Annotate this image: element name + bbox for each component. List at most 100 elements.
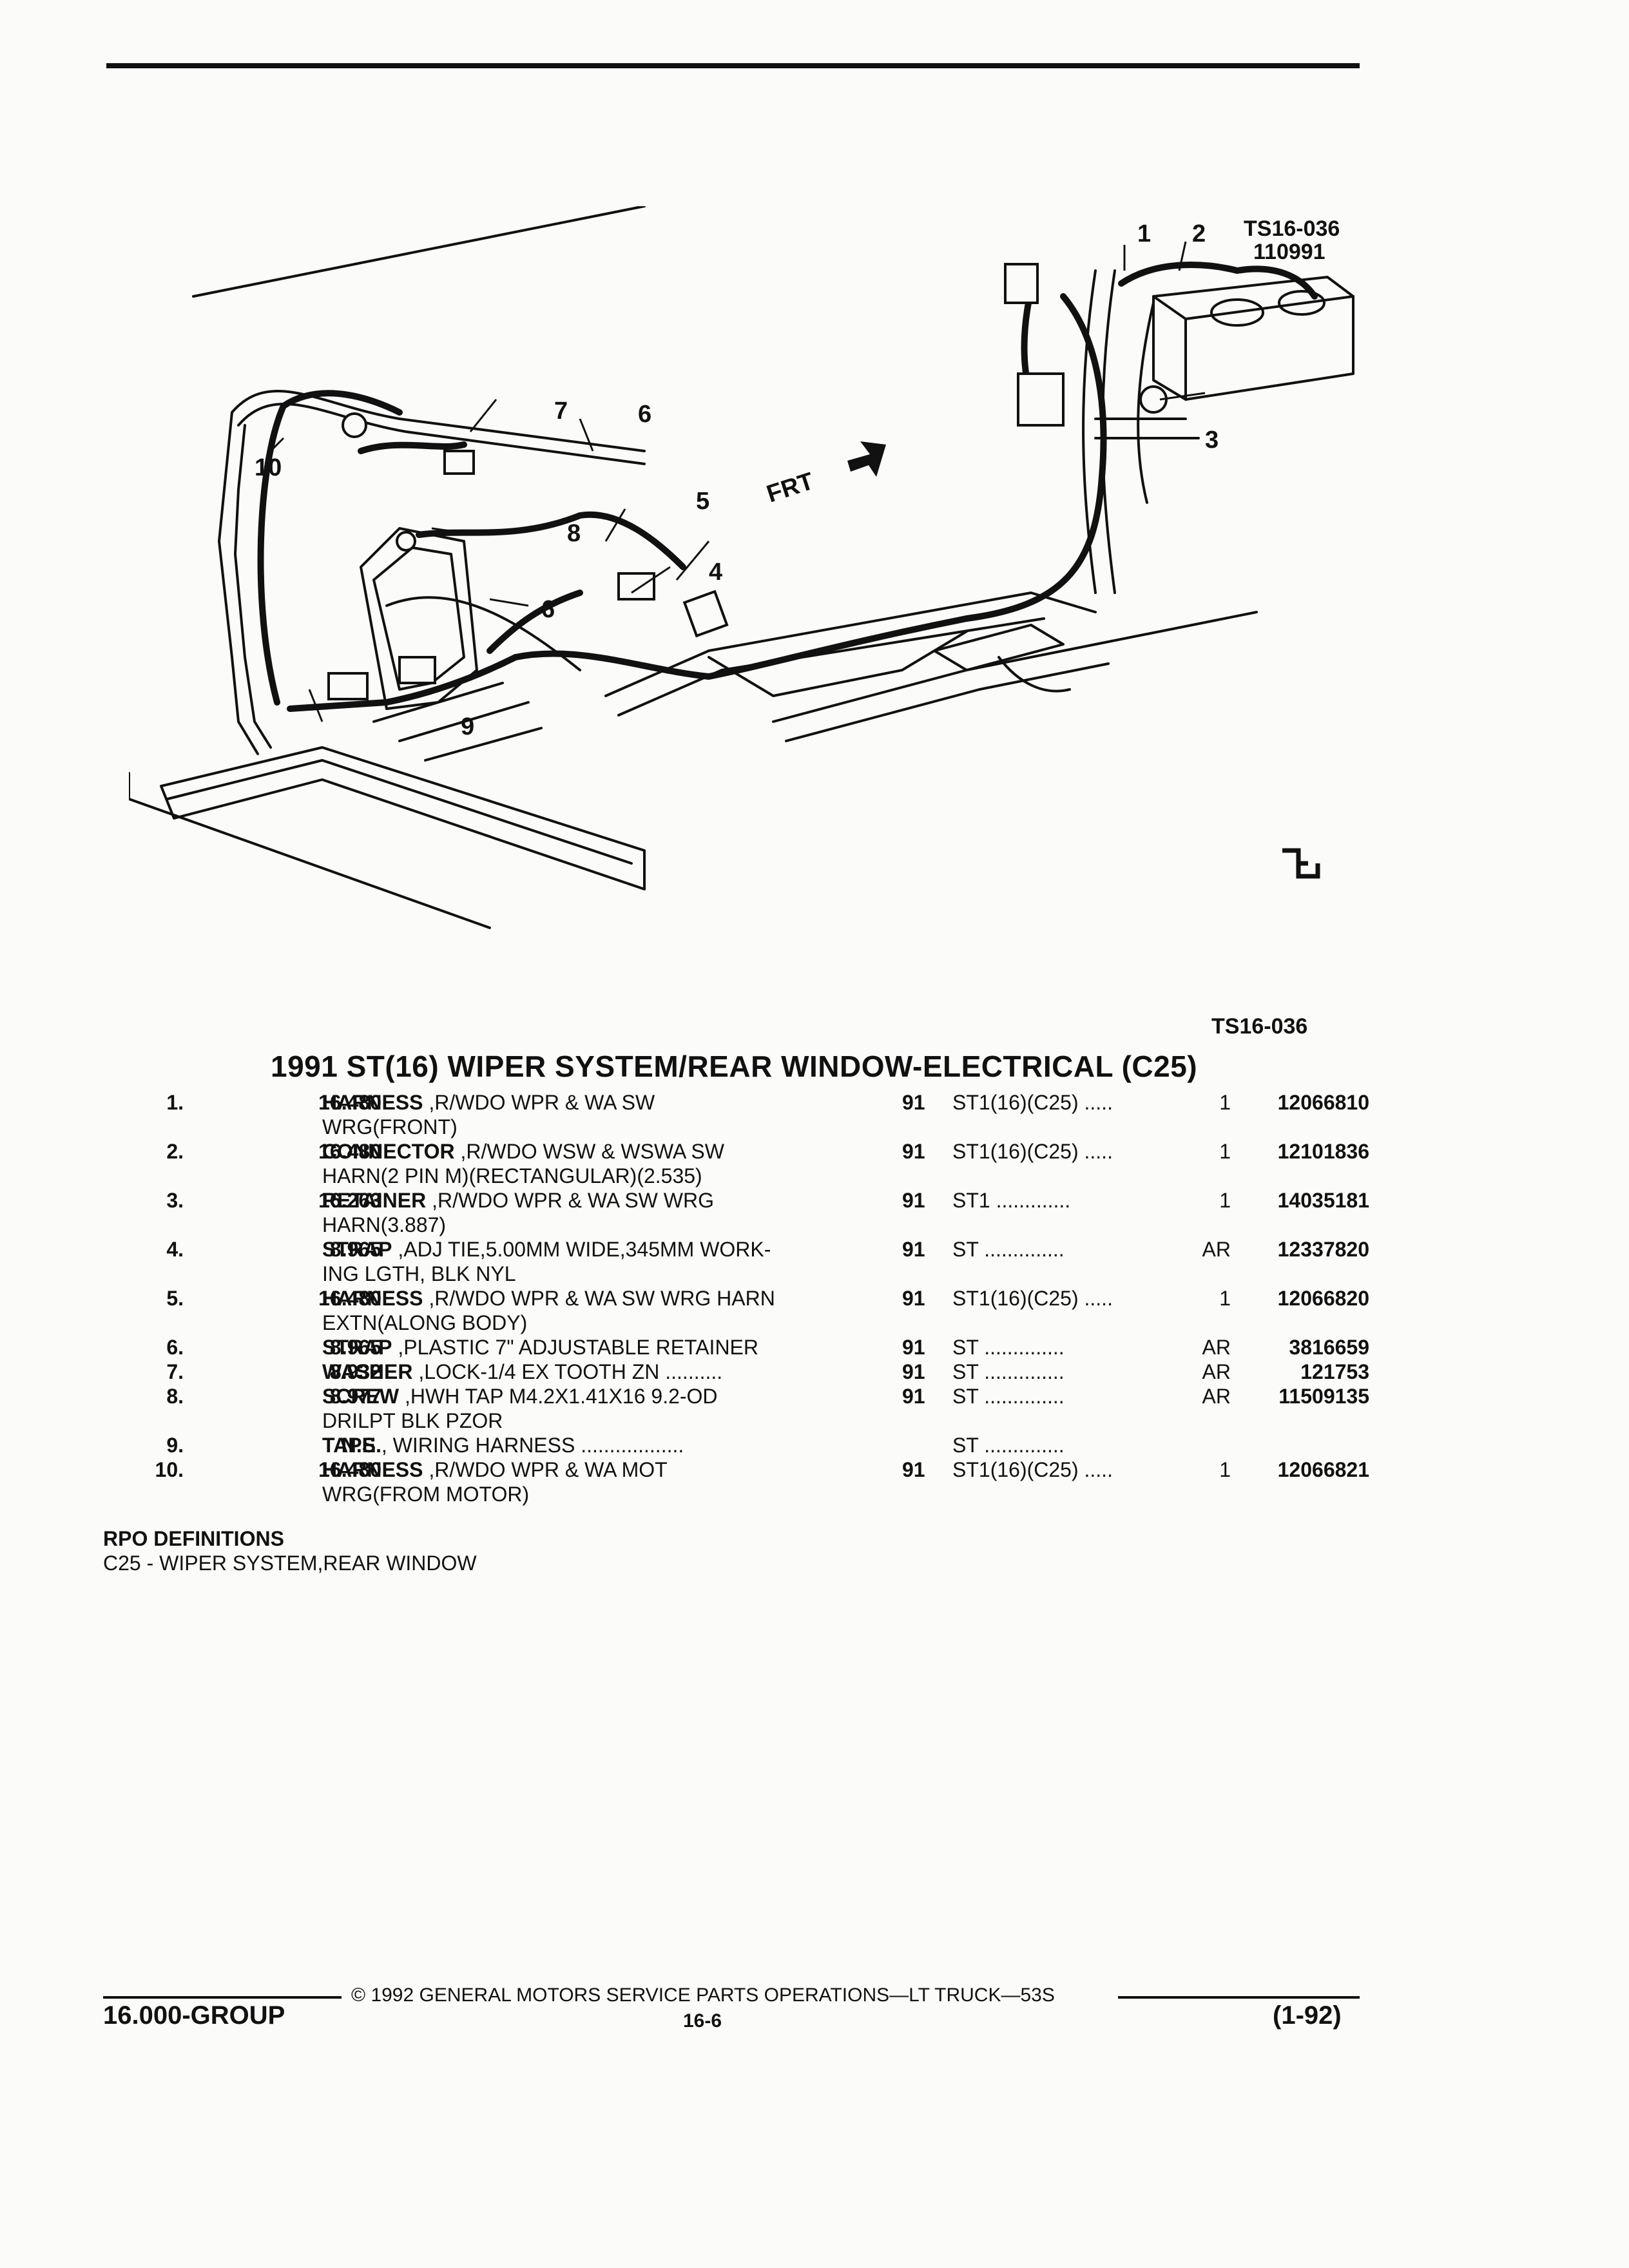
part-spec: ,ADJ TIE,5.00MM WIDE,345MM WORK- — [398, 1238, 771, 1261]
part-name: STRAP — [322, 1238, 392, 1261]
item-number: 1. — [166, 1091, 184, 1114]
item-number: 7. — [166, 1360, 184, 1383]
figure-ref-top: TS16-036 — [1244, 216, 1340, 241]
series: ST1(16)(C25) ..... — [952, 1091, 1113, 1114]
part-name: RETAINER — [322, 1189, 427, 1212]
part-spec: ,LOCK-1/4 EX TOOTH ZN .......... — [418, 1360, 723, 1383]
callout-9: 9 — [461, 713, 474, 740]
part-number: 11509135 — [1278, 1385, 1369, 1408]
model-year: 91 — [902, 1287, 925, 1310]
series: ST1(16)(C25) ..... — [952, 1287, 1113, 1310]
model-year: 91 — [902, 1336, 925, 1359]
part-name: HARNESS — [322, 1458, 423, 1481]
quantity: 1 — [1219, 1140, 1231, 1163]
part-spec-continued: ING LGTH, BLK NYL — [322, 1262, 516, 1285]
series: ST1(16)(C25) ..... — [952, 1140, 1113, 1163]
item-number: 9. — [166, 1434, 184, 1457]
part-spec: ,R/WDO WPR & WA SW WRG HARN — [429, 1287, 775, 1310]
part-spec: ,R/WDO WSW & WSWA SW — [460, 1140, 724, 1163]
part-spec: ,R/WDO WPR & WA SW — [429, 1091, 655, 1114]
part-number: 12066821 — [1277, 1458, 1369, 1481]
rpo-definition: C25 - WIPER SYSTEM,REAR WINDOW — [103, 1552, 477, 1575]
callout-6b: 6 — [541, 596, 555, 623]
part-name: CONNECTOR — [322, 1140, 455, 1163]
quantity: 1 — [1219, 1189, 1231, 1212]
part-description: STRAP ,PLASTIC 7" ADJUSTABLE RETAINER — [322, 1335, 967, 1360]
group-number: 16.480 — [318, 1287, 381, 1310]
model-year: 91 — [902, 1091, 925, 1114]
frt-label: FRT — [764, 468, 817, 508]
part-spec: ,HWH TAP M4.2X1.41X16 9.2-OD — [405, 1385, 718, 1408]
part-spec-continued: WRG(FROM MOTOR) — [322, 1483, 530, 1506]
callout-1: 1 — [1137, 220, 1151, 247]
part-number: 14035181 — [1277, 1189, 1369, 1212]
footer-rule-right — [1118, 1996, 1360, 1999]
page-number: 16-6 — [683, 2010, 722, 2032]
part-spec: ,R/WDO WPR & WA SW WRG — [432, 1189, 714, 1212]
body-outline — [218, 411, 259, 755]
exploded-view-diagram: FRT 1 2 3 4 5 6 7 8 6 9 10 — [129, 206, 1354, 929]
model-year: 91 — [902, 1385, 925, 1408]
group-number: 16.480 — [318, 1091, 381, 1114]
footer-group: 16.000-GROUP — [103, 2001, 285, 2030]
table-row: 9. N.S.TAPE , WIRING HARNESS ............… — [129, 1433, 1373, 1457]
part-spec-continued: HARN(3.887) — [322, 1213, 447, 1236]
front-arrow-icon — [847, 441, 886, 477]
figure-ref-bottom: TS16-036 — [1211, 1014, 1308, 1039]
part-spec-continued: DRILPT BLK PZOR — [322, 1409, 503, 1432]
group-number: N.S. — [341, 1434, 381, 1457]
part-spec: ,PLASTIC 7" ADJUSTABLE RETAINER — [398, 1336, 758, 1359]
part-spec-continued: HARN(2 PIN M)(RECTANGULAR)(2.535) — [322, 1164, 702, 1187]
part-description: STRAP ,ADJ TIE,5.00MM WIDE,345MM WORK-IN… — [322, 1237, 967, 1286]
callout-4: 4 — [709, 559, 722, 586]
part-name: SCREW — [322, 1385, 400, 1408]
quantity: 1 — [1219, 1287, 1231, 1310]
footer-rule-left — [103, 1996, 342, 1999]
connector-2 — [1017, 372, 1065, 427]
item-number: 3. — [166, 1189, 184, 1212]
section-title: 1991 ST(16) WIPER SYSTEM/REAR WINDOW-ELE… — [271, 1050, 1198, 1083]
callout-7: 7 — [554, 398, 568, 425]
group-number: 8.977 — [329, 1385, 381, 1408]
part-spec-continued: EXTN(ALONG BODY) — [322, 1311, 528, 1334]
part-description: WASHER ,LOCK-1/4 EX TOOTH ZN .......... — [322, 1360, 967, 1384]
part-number: 12066820 — [1277, 1287, 1369, 1310]
part-number: 3816659 — [1289, 1336, 1369, 1359]
callout-2: 2 — [1192, 220, 1206, 247]
header-rule — [106, 63, 1360, 68]
quantity: AR — [1202, 1360, 1231, 1383]
footer-copyright: © 1992 GENERAL MOTORS SERVICE PARTS OPER… — [351, 1984, 1055, 2006]
item-number: 5. — [166, 1287, 184, 1310]
series: ST1(16)(C25) ..... — [952, 1458, 1113, 1481]
harness-10 — [257, 390, 403, 706]
washer-7 — [342, 412, 367, 438]
part-number: 121753 — [1300, 1360, 1369, 1383]
item-number: 2. — [166, 1140, 184, 1163]
model-year: 91 — [902, 1360, 925, 1383]
model-year: 91 — [902, 1238, 925, 1261]
part-name: HARNESS — [322, 1287, 423, 1310]
part-number: 12337820 — [1277, 1238, 1369, 1261]
part-number: 12101836 — [1277, 1140, 1369, 1163]
corner-mark-icon — [1282, 848, 1320, 879]
part-spec: , WIRING HARNESS .................. — [381, 1434, 684, 1457]
quantity: AR — [1202, 1336, 1231, 1359]
part-spec: ,R/WDO WPR & WA MOT — [429, 1458, 668, 1481]
part-description: TAPE , WIRING HARNESS .................. — [322, 1433, 967, 1457]
quantity: AR — [1202, 1385, 1231, 1408]
series: ST1 ............. — [952, 1189, 1071, 1212]
callout-8: 8 — [567, 520, 581, 547]
